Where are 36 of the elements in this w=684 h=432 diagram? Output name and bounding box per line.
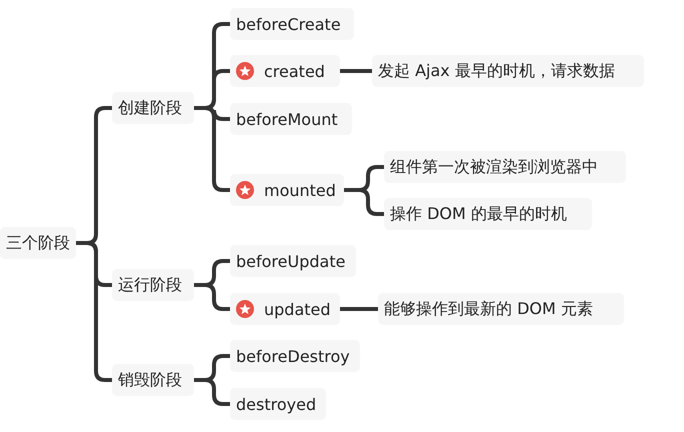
- topic-label: beforeUpdate: [236, 252, 346, 270]
- topic-box: [112, 364, 194, 396]
- topic-box: [112, 269, 194, 301]
- topic-box: [230, 293, 340, 325]
- topic-label: 发起 Ajax 最早的时机，请求数据: [378, 60, 615, 82]
- topic-label: beforeCreate: [236, 14, 341, 34]
- topic-label: 创建阶段: [118, 98, 182, 118]
- topic-box: [0, 227, 76, 259]
- topic-box: [384, 198, 592, 230]
- topic-label: destroyed: [236, 394, 316, 414]
- topic-box: [372, 55, 644, 87]
- topic-label: 能够操作到最新的 DOM 元素: [384, 298, 593, 320]
- topic-box: [230, 174, 344, 206]
- topic-label: 运行阶段: [118, 274, 182, 296]
- topic-box: [378, 293, 624, 325]
- topic-label: 销毁阶段: [118, 370, 182, 390]
- topic-box: [230, 55, 340, 87]
- topic-box: [230, 8, 354, 40]
- connector-line: [340, 69, 372, 73]
- topic-label: mounted: [264, 180, 336, 200]
- topic-box: [230, 245, 356, 277]
- topic-box: [230, 103, 352, 135]
- topic-label: beforeMount: [236, 110, 338, 128]
- topic-label: updated: [264, 300, 331, 318]
- topic-label: 组件第一次被渲染到浏览器中: [390, 156, 598, 178]
- connector-line: [76, 241, 112, 382]
- topic-box: [384, 151, 626, 183]
- topic-label: created: [264, 62, 325, 80]
- topic-box: [230, 340, 360, 372]
- connector-line: [340, 307, 378, 311]
- topic-label: 三个阶段: [6, 232, 70, 254]
- topic-label: 操作 DOM 的最早的时机: [390, 204, 567, 224]
- topic-box: [230, 388, 326, 420]
- connector-line: [194, 106, 230, 192]
- topic-box: [112, 92, 194, 124]
- topic-label: beforeDestroy: [236, 346, 350, 366]
